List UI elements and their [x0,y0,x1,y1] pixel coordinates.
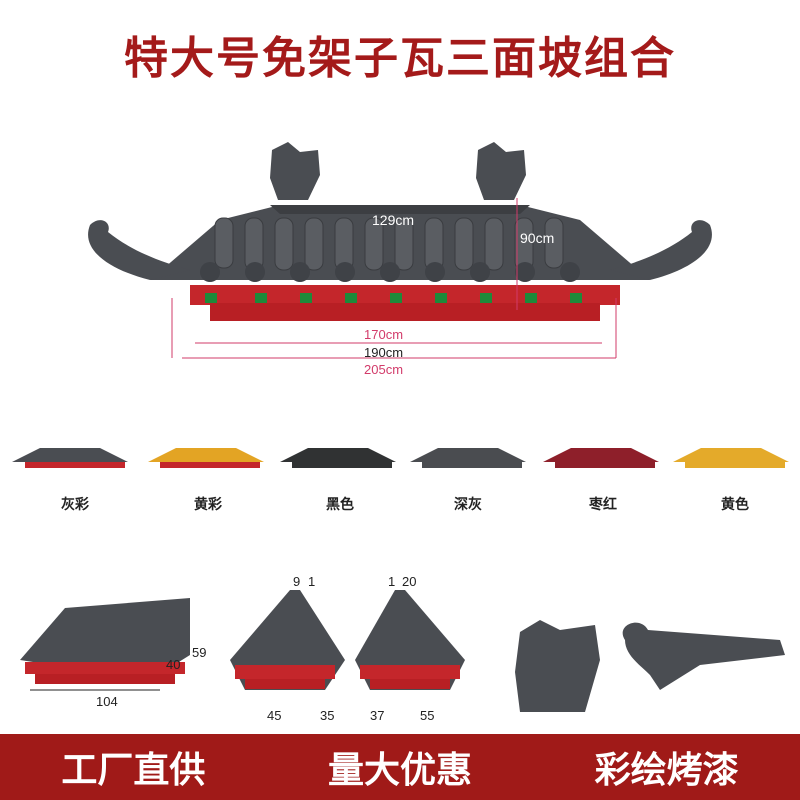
ridge-ornament-part [515,620,600,712]
promo-banner: 工厂直供 量大优惠 彩绘烤漆 [0,734,800,800]
num-1-right: 1 [388,574,396,589]
left-corner-part [230,590,345,690]
num-37: 37 [370,708,385,723]
num-1-left: 1 [308,574,316,589]
left-ridge-ornament [270,142,320,200]
banner-painted-finish: 彩绘烤漆 [594,750,739,791]
num-55: 55 [420,708,435,723]
num-40: 40 [166,657,181,672]
num-20: 20 [402,574,417,589]
label-black: 黑色 [326,497,354,513]
color-swatch-jujube-red [543,448,659,468]
eave-curl-part [622,622,785,690]
num-45: 45 [267,708,282,723]
dim-170: 170cm [364,327,404,342]
banner-bulk-discount: 量大优惠 [327,750,472,791]
left-eave-curl [88,220,190,280]
label-grey-painted: 灰彩 [61,497,89,513]
ridge [270,205,530,214]
upper-beam [190,285,620,305]
tile-end-discs [200,262,580,282]
green-panels [205,293,582,303]
dim-90: 90cm [520,230,555,246]
dim-205: 205cm [364,362,404,377]
side-section-part [20,598,190,691]
roof-tiles [214,217,564,271]
dimension-lines [171,198,617,359]
right-corner-part [355,590,465,690]
label-yellow-painted: 黄彩 [194,497,222,513]
color-swatch-black [280,448,396,468]
num-104: 104 [96,694,118,709]
color-swatch-yellow-painted [148,448,264,468]
lower-beam [210,303,600,321]
label-jujube-red: 枣红 [589,497,617,513]
right-eave-curl [610,220,712,280]
color-swatch-grey-painted [12,448,128,468]
label-yellow: 黄色 [721,497,749,513]
product-title: 特大号免架子瓦三面坡组合 [124,33,676,84]
right-ridge-ornament [476,142,526,200]
dim-190: 190cm [364,345,404,360]
num-35: 35 [320,708,335,723]
num-9: 9 [293,574,301,589]
dim-129: 129cm [372,212,415,228]
color-swatch-yellow [673,448,789,468]
num-59: 59 [192,645,207,660]
color-swatch-dark-grey [410,448,526,468]
label-dark-grey: 深灰 [454,497,482,513]
banner-factory-direct: 工厂直供 [61,750,206,791]
